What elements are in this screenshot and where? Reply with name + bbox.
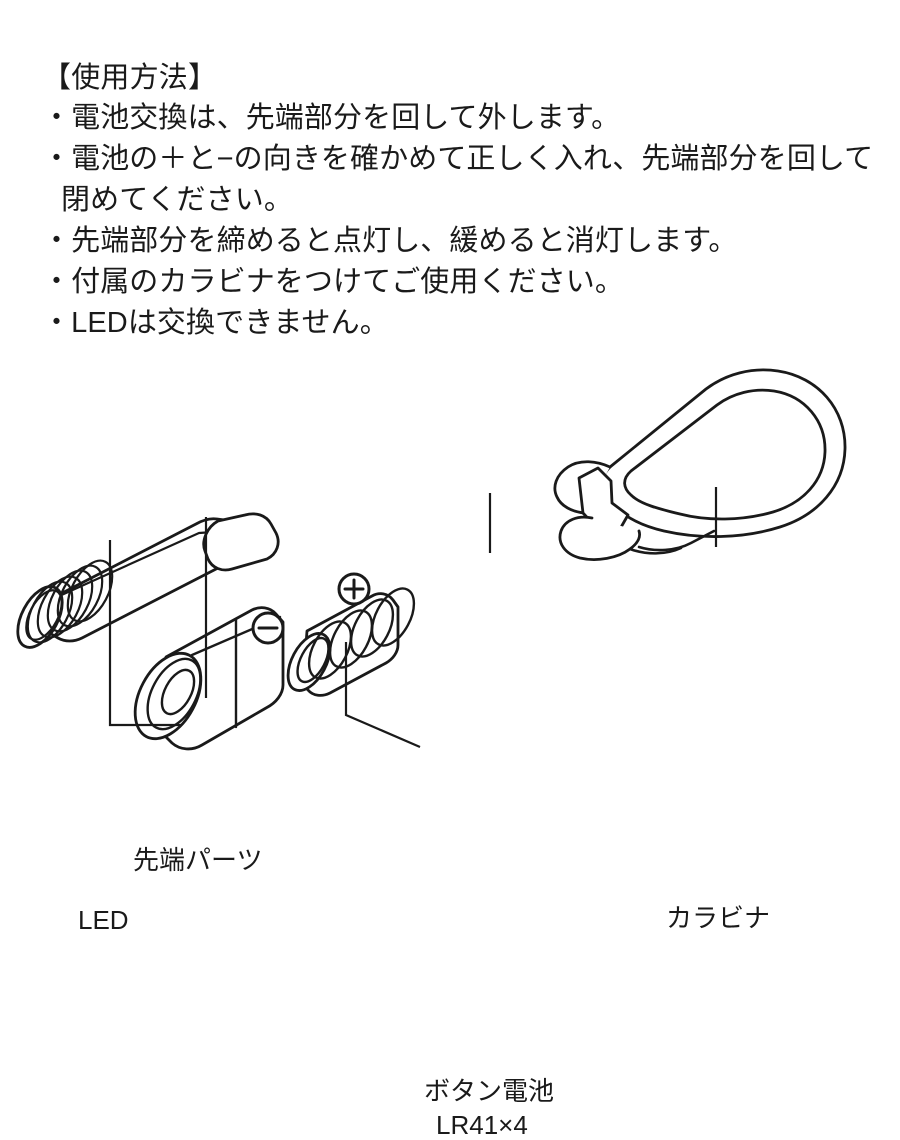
label-battery-spec: LR41×4 bbox=[436, 1110, 528, 1140]
carabiner-clip-drawing bbox=[553, 368, 847, 561]
threaded-section-drawing bbox=[16, 559, 114, 649]
instruction-line-2-cont: 閉めてください。 bbox=[61, 184, 293, 216]
polarity-plus-icon bbox=[337, 572, 371, 606]
instruction-line-2: ・電池の＋と−の向きを確かめて正しく入れ、先端部分を回して bbox=[42, 143, 874, 175]
label-carabiner: カラビナ bbox=[666, 903, 771, 933]
instruction-line-5: ・LEDは交換できません。 bbox=[42, 307, 389, 339]
left-parts-svg: .p { fill:#ffffff; stroke:#1a1a1a; strok… bbox=[108, 517, 421, 751]
instruction-line-3: ・先端部分を締めると点灯し、緩めると消灯します。 bbox=[42, 225, 738, 257]
leader-lines-drawing bbox=[488, 487, 718, 553]
battery-stack-drawing bbox=[286, 587, 416, 697]
leader-line-led bbox=[108, 540, 182, 727]
polarity-minus-icon bbox=[251, 611, 285, 645]
leader-line-battery bbox=[344, 642, 421, 749]
label-battery: ボタン電池 bbox=[424, 1076, 555, 1106]
instructions-block: 【使用方法】 ・電池交換は、先端部分を回して外します。 ・電池の＋と−の向きを確… bbox=[42, 58, 874, 344]
label-led: LED bbox=[78, 905, 129, 935]
instructions-heading: 【使用方法】 bbox=[42, 62, 218, 94]
label-tip-parts: 先端パーツ bbox=[133, 845, 263, 875]
page-canvas: 【使用方法】 ・電池交換は、先端部分を回して外します。 ・電池の＋と−の向きを確… bbox=[0, 58, 900, 1140]
led-cap bbox=[133, 606, 285, 751]
product-drawing-svg: .s { fill:#ffffff; stroke:#1a1a1a; strok… bbox=[0, 355, 900, 900]
left-leader-lines bbox=[108, 517, 421, 749]
instruction-line-4: ・付属のカラビナをつけてご使用ください。 bbox=[42, 266, 625, 298]
product-exploded-diagram: .ln { fill:none; stroke:#1a1a1a; stroke-… bbox=[0, 355, 900, 1140]
instruction-line-1: ・電池交換は、先端部分を回して外します。 bbox=[42, 102, 621, 134]
